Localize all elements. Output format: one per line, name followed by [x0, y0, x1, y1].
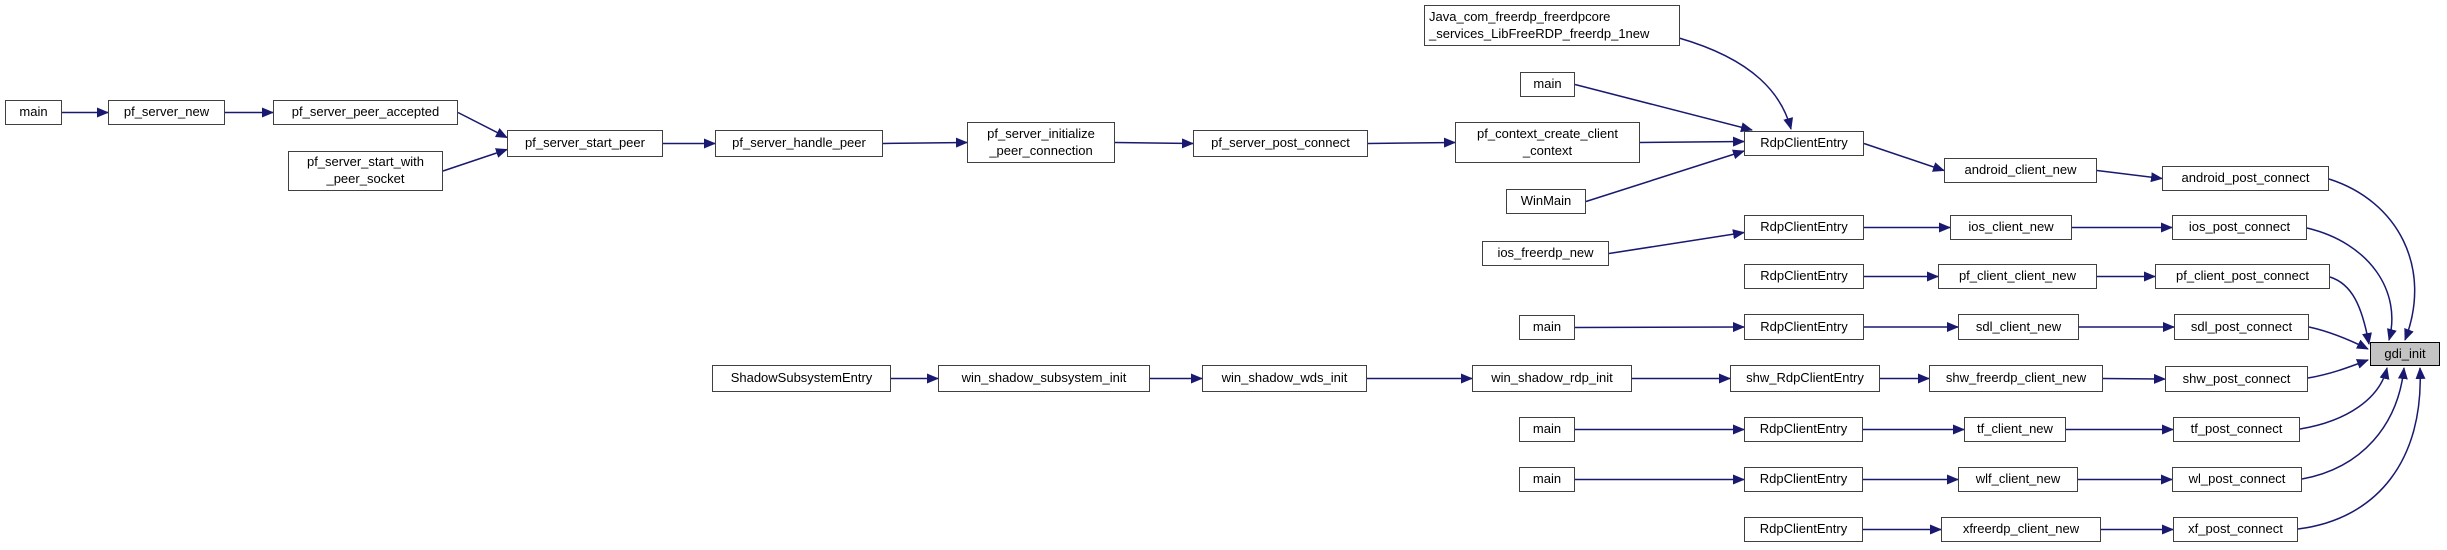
node-tf_client_new[interactable]: tf_client_new — [1964, 417, 2066, 442]
edge-pf_server_peer_accepted-to-pf_server_start_peer — [457, 111, 508, 139]
node-pf_server_post_connect[interactable]: pf_server_post_connect — [1193, 130, 1368, 157]
node-pf_server_handle_peer[interactable]: pf_server_handle_peer — [715, 130, 883, 157]
node-rdp_sdl[interactable]: RdpClientEntry — [1744, 314, 1864, 340]
node-WinMain[interactable]: WinMain — [1506, 189, 1586, 214]
node-pf_client_client_new[interactable]: pf_client_client_new — [1938, 264, 2097, 289]
node-pf_server_new[interactable]: pf_server_new — [108, 100, 225, 125]
node-xfreerdp_client_new[interactable]: xfreerdp_client_new — [1941, 517, 2101, 542]
node-pf_server_initialize_peer_connection[interactable]: pf_server_initialize _peer_connection — [967, 122, 1115, 163]
edge-ios_freerdp_new-to-rdp_ios — [1608, 229, 1745, 255]
node-win_shadow_subsystem_init[interactable]: win_shadow_subsystem_init — [938, 365, 1150, 392]
node-main_b[interactable]: main — [1520, 72, 1575, 97]
node-rdp_wlf[interactable]: RdpClientEntry — [1744, 467, 1863, 492]
edge-shw_freerdp_client_new-to-shw_post_connect — [2102, 373, 2166, 384]
node-rdp_tf[interactable]: RdpClientEntry — [1744, 417, 1863, 442]
node-pf_client_post_connect[interactable]: pf_client_post_connect — [2155, 264, 2330, 289]
node-rdp_android[interactable]: RdpClientEntry — [1744, 131, 1864, 156]
node-sdl_post_connect[interactable]: sdl_post_connect — [2174, 314, 2309, 340]
edge-main_sdl-to-rdp_sdl — [1574, 322, 1745, 333]
edge-WinMain-to-rdp_android — [1585, 149, 1745, 203]
node-ios_post_connect[interactable]: ios_post_connect — [2172, 215, 2307, 240]
node-ShadowSubsystemEntry[interactable]: ShadowSubsystemEntry — [712, 365, 891, 392]
edge-main_b-to-rdp_android — [1574, 83, 1753, 133]
edge-sdl_post_connect-to-gdi_init — [2308, 326, 2369, 350]
node-pf_server_start_with_peer_socket[interactable]: pf_server_start_with _peer_socket — [288, 151, 443, 191]
node-rdp_xf[interactable]: RdpClientEntry — [1744, 517, 1863, 542]
edge-pf_client_post_connect-to-gdi_init — [2329, 276, 2372, 345]
node-shw_RdpClientEntry[interactable]: shw_RdpClientEntry — [1730, 365, 1880, 392]
edge-java_freerdp_1new-to-rdp_android — [1678, 37, 1794, 130]
node-xf_post_connect[interactable]: xf_post_connect — [2173, 517, 2298, 542]
edge-rdp_android-to-android_client_new — [1863, 142, 1945, 172]
edge-pf_context_create_client_context-to-rdp_android — [1639, 136, 1745, 147]
node-pf_server_peer_accepted[interactable]: pf_server_peer_accepted — [273, 100, 458, 125]
node-win_shadow_rdp_init[interactable]: win_shadow_rdp_init — [1472, 365, 1632, 392]
edge-android_client_new-to-android_post_connect — [2096, 169, 2163, 183]
node-sdl_client_new[interactable]: sdl_client_new — [1958, 314, 2079, 340]
node-main_a[interactable]: main — [5, 100, 62, 125]
node-java_freerdp_1new[interactable]: Java_com_freerdp_freerdpcore _services_L… — [1424, 5, 1680, 46]
edge-pf_server_start_with_peer_socket-to-pf_server_start_peer — [442, 148, 508, 172]
edge-tf_post_connect-to-gdi_init — [2299, 367, 2390, 430]
node-rdp_pf[interactable]: RdpClientEntry — [1744, 264, 1864, 289]
edge-pf_server_handle_peer-to-pf_server_initialize_peer_connection — [882, 137, 968, 148]
edge-pf_server_initialize_peer_connection-to-pf_server_post_connect — [1114, 138, 1194, 149]
edge-shw_post_connect-to-gdi_init — [2307, 359, 2369, 379]
edge-xf_post_connect-to-gdi_init — [2297, 367, 2426, 530]
node-rdp_ios[interactable]: RdpClientEntry — [1744, 215, 1864, 240]
node-win_shadow_wds_init[interactable]: win_shadow_wds_init — [1202, 365, 1367, 392]
node-ios_freerdp_new[interactable]: ios_freerdp_new — [1482, 241, 1609, 266]
edge-wl_post_connect-to-gdi_init — [2301, 367, 2408, 480]
node-gdi_init: gdi_init — [2370, 342, 2440, 366]
node-main_tf[interactable]: main — [1519, 417, 1575, 442]
node-tf_post_connect[interactable]: tf_post_connect — [2173, 417, 2300, 442]
node-pf_server_start_peer[interactable]: pf_server_start_peer — [507, 130, 663, 157]
node-wlf_client_new[interactable]: wlf_client_new — [1958, 467, 2078, 492]
node-main_wlf[interactable]: main — [1519, 467, 1575, 492]
node-pf_context_create_client_context[interactable]: pf_context_create_client _context — [1455, 122, 1640, 163]
node-android_post_connect[interactable]: android_post_connect — [2162, 166, 2329, 191]
node-main_sdl[interactable]: main — [1519, 315, 1575, 340]
edge-android_post_connect-to-gdi_init — [2328, 178, 2416, 341]
node-wl_post_connect[interactable]: wl_post_connect — [2172, 467, 2302, 492]
node-shw_post_connect[interactable]: shw_post_connect — [2165, 366, 2308, 392]
node-shw_freerdp_client_new[interactable]: shw_freerdp_client_new — [1929, 365, 2103, 392]
node-ios_client_new[interactable]: ios_client_new — [1950, 215, 2072, 240]
node-android_client_new[interactable]: android_client_new — [1944, 158, 2097, 183]
edge-ios_post_connect-to-gdi_init — [2306, 227, 2397, 341]
edge-pf_server_post_connect-to-pf_context_create_client_context — [1367, 137, 1456, 148]
